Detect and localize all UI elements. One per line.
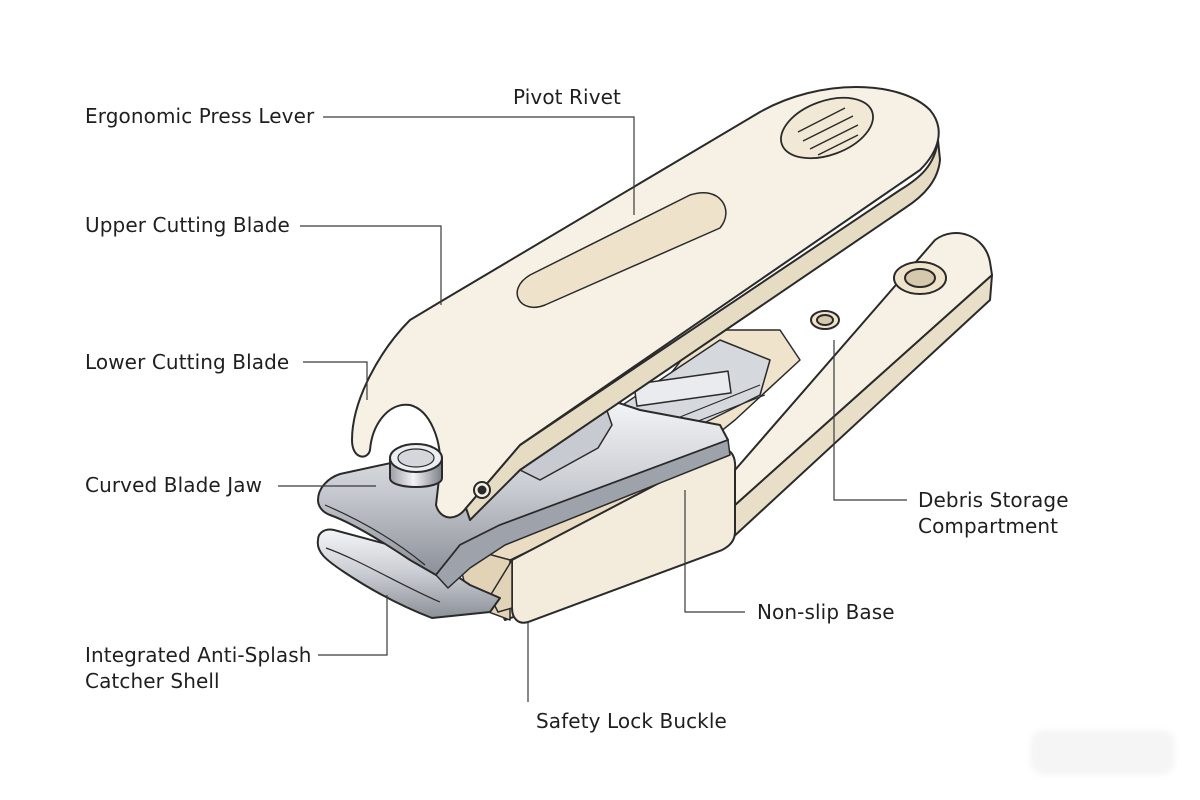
label-press-lever: Ergonomic Press Lever [85,104,315,128]
label-lower-blade: Lower Cutting Blade [85,350,290,374]
label-safety-lock: Safety Lock Buckle [536,709,727,733]
label-debris-line2: Compartment [918,514,1059,538]
label-catcher-line2: Catcher Shell [85,669,220,693]
label-pivot-rivet: Pivot Rivet [513,85,621,109]
watermark-blur [1030,730,1175,775]
leader-non-slip [684,490,745,613]
label-upper-blade: Upper Cutting Blade [85,213,290,237]
leader-upper-blade [300,225,442,305]
pivot-rivet [389,443,443,488]
leader-lower-blade [303,361,368,400]
leader-lines [278,116,907,702]
leader-press-lever [323,116,635,215]
leader-debris [833,340,907,501]
label-catcher-line1: Integrated Anti-Splash [85,643,312,667]
leader-catcher [318,595,388,656]
press-lever [351,86,941,521]
label-debris-storage: Debris Storage Compartment [918,487,1069,539]
label-non-slip-base: Non-slip Base [757,600,895,624]
label-catcher-shell: Integrated Anti-Splash Catcher Shell [85,642,312,694]
label-blade-jaw: Curved Blade Jaw [85,473,263,497]
label-debris-line1: Debris Storage [918,488,1069,512]
lower-blade-part [316,528,501,619]
